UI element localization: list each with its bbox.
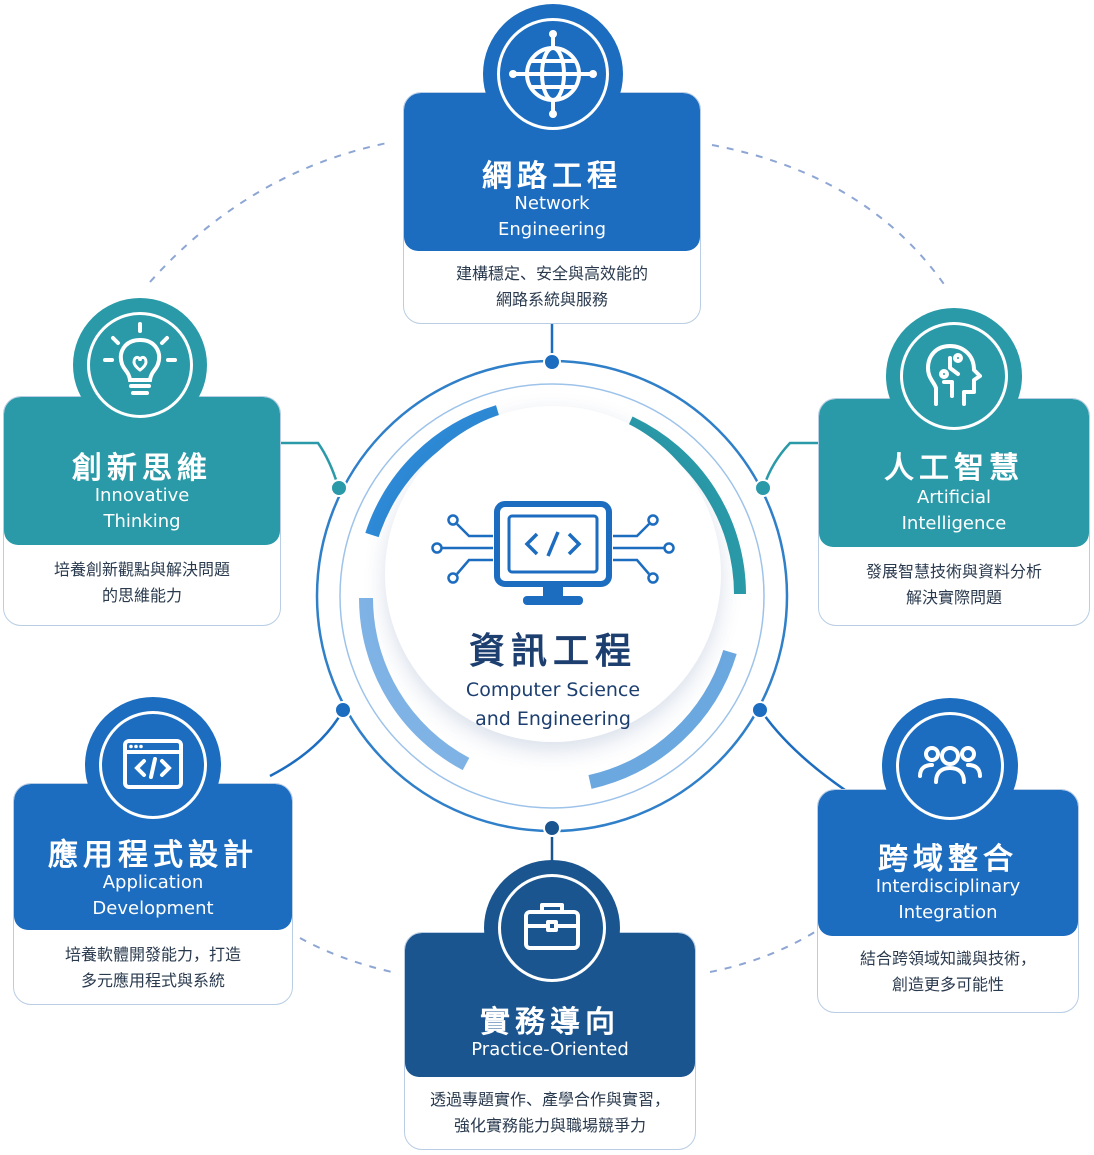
outer-dashed-arc [711, 144, 949, 291]
briefcase-icon [484, 860, 620, 996]
accent-arc-teal [627, 416, 746, 595]
connector-right-top [762, 441, 820, 487]
accent-arc-lightblue [588, 649, 737, 789]
connector-dot [543, 353, 561, 371]
outer-dashed-arc [149, 141, 393, 283]
connector-left-top [280, 441, 340, 487]
outer-dashed-arc [709, 929, 819, 973]
globe-icon [483, 4, 623, 144]
connector-dot [330, 479, 348, 497]
accent-arc-lightblue [359, 597, 470, 771]
center-title: 資訊工程 [468, 631, 637, 672]
monitor-code-icon [431, 501, 675, 605]
code-window-icon [85, 697, 221, 833]
connector-right-bottom [760, 711, 846, 792]
center-subtitle: Computer Science and Engineering [465, 679, 641, 730]
people-group-icon [882, 698, 1018, 834]
accent-arc-blue [365, 405, 501, 538]
connector-dot [334, 701, 352, 719]
connector-dot [751, 701, 769, 719]
connector-dot [543, 819, 561, 837]
outer-dashed-arc [299, 937, 393, 973]
inner-ring [339, 383, 765, 809]
lightbulb-icon [73, 298, 207, 432]
connector-left-bottom [269, 711, 344, 778]
connector-dot [754, 479, 772, 497]
ai-head-icon [886, 308, 1022, 444]
